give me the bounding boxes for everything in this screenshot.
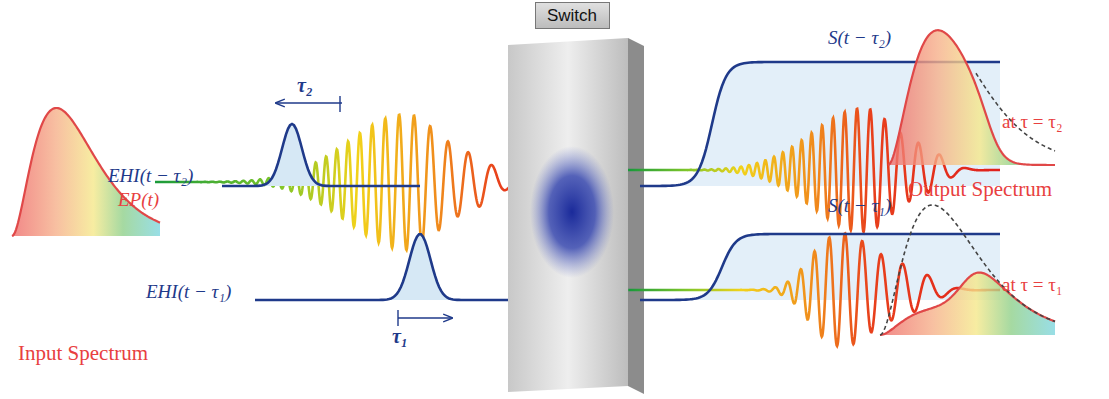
pump-pulse <box>255 234 515 300</box>
spectrum-label: Input Spectrum <box>18 342 148 365</box>
field-label: EHI(t − τ₁) <box>146 282 231 303</box>
reference-spectrum <box>880 205 1055 335</box>
field-label: EP(t) <box>118 190 159 211</box>
slab-side <box>628 38 644 394</box>
function-label: S(t − τ₂) <box>828 28 891 49</box>
pulse-fill <box>255 234 515 300</box>
box-title: Switch <box>547 6 597 26</box>
delay-condition: at τ = τ₁ <box>1002 275 1063 296</box>
switch-slab <box>508 38 628 392</box>
delay-condition: at τ = τ₂ <box>1002 112 1063 133</box>
pump-pulse <box>222 124 420 186</box>
function-label: S(t − τ₁) <box>828 196 891 217</box>
delay-arrow <box>398 317 452 318</box>
delay-tick <box>339 96 340 112</box>
delay-arrow <box>276 102 342 103</box>
switch-function <box>640 234 1000 300</box>
probe-wave <box>155 115 560 250</box>
spectrum-curve <box>888 30 1055 165</box>
beam-spot <box>530 146 614 278</box>
delay-label: τ₂ <box>297 74 313 96</box>
delay-label: τ₁ <box>392 325 408 347</box>
pulse-fill <box>222 124 420 186</box>
spectrum-fill <box>888 30 1055 165</box>
field-label: EHI(t − τ₂) <box>108 166 193 187</box>
spectrum-label: Output Spectrum <box>908 178 1052 201</box>
delay-tick <box>397 310 398 326</box>
label-box: Switch <box>535 2 610 29</box>
